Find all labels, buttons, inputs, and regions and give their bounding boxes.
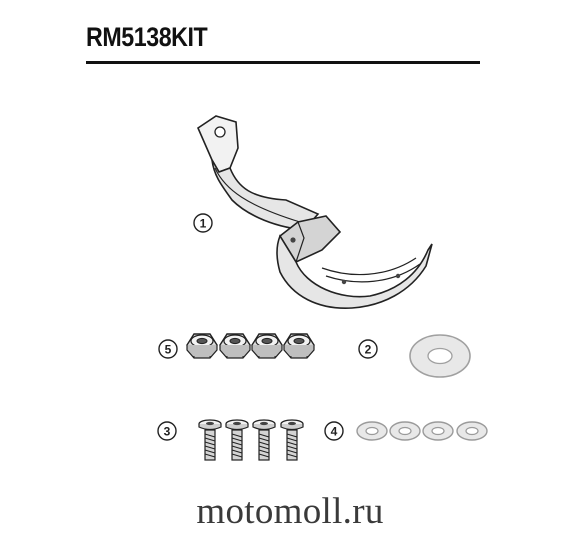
bolt bbox=[225, 419, 249, 461]
callout-1: 1 bbox=[193, 213, 213, 233]
nut bbox=[251, 333, 283, 359]
nut bbox=[219, 333, 251, 359]
large-washer-part-2 bbox=[409, 334, 471, 378]
bolt bbox=[198, 419, 222, 461]
bolts-part-3 bbox=[198, 419, 304, 461]
svg-text:5: 5 bbox=[165, 343, 172, 357]
bracket-part-1 bbox=[196, 115, 433, 309]
nut bbox=[186, 333, 218, 359]
svg-text:3: 3 bbox=[164, 425, 171, 439]
kit-title: RM5138KIT bbox=[86, 22, 208, 52]
bolt bbox=[280, 419, 304, 461]
svg-text:1: 1 bbox=[200, 217, 207, 231]
small-washer bbox=[356, 421, 388, 441]
small-washer bbox=[422, 421, 454, 441]
callout-4: 4 bbox=[324, 421, 344, 441]
washers-part-4 bbox=[356, 421, 488, 441]
watermark-text: motomoll.ru bbox=[196, 491, 384, 532]
small-washer bbox=[456, 421, 488, 441]
small-washer bbox=[389, 421, 421, 441]
bolt bbox=[252, 419, 276, 461]
callout-3: 3 bbox=[157, 421, 177, 441]
title-underline bbox=[86, 61, 480, 64]
svg-text:4: 4 bbox=[331, 425, 338, 439]
callout-2: 2 bbox=[358, 339, 378, 359]
svg-text:2: 2 bbox=[365, 343, 372, 357]
callout-5: 5 bbox=[158, 339, 178, 359]
nut bbox=[283, 333, 315, 359]
nuts-part-5 bbox=[186, 333, 315, 359]
